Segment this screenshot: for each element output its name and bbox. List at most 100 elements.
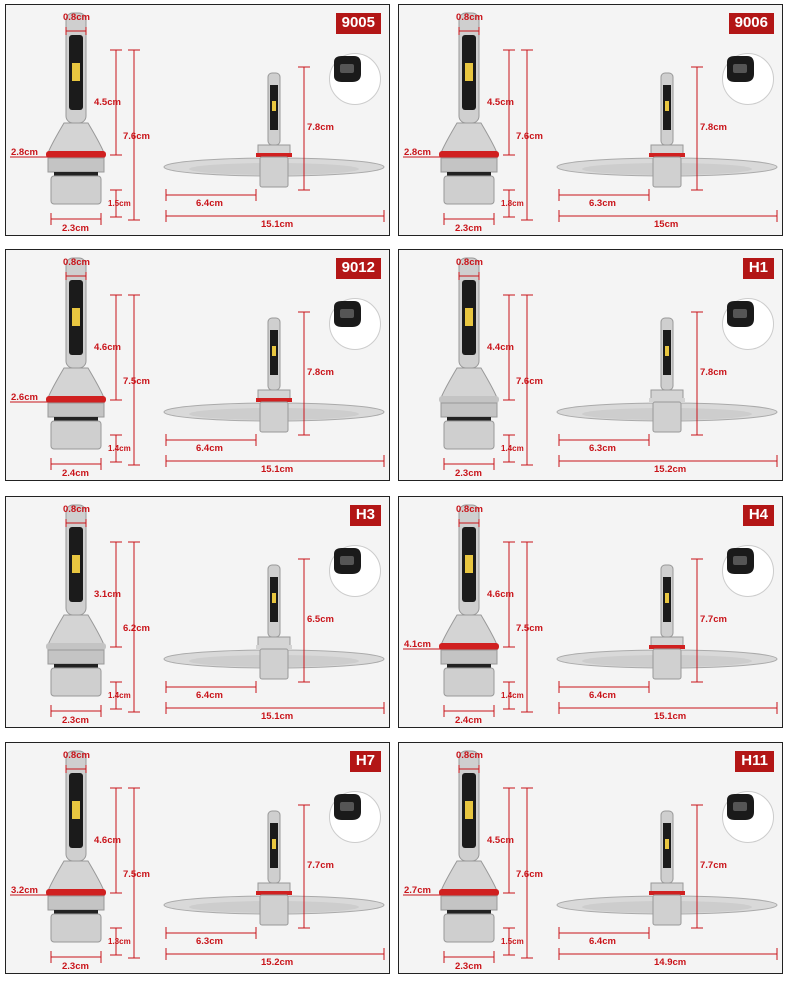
half-span-label: 6.4cm (589, 936, 616, 947)
full-span-label: 15.2cm (261, 957, 294, 968)
tip-width-label: 0.8cm (63, 257, 90, 268)
dimension-lines (443, 272, 778, 470)
bulb-drawing (10, 750, 385, 963)
side-view-bulb (439, 504, 499, 697)
base-width-label: 2.3cm (455, 223, 482, 234)
half-span-label: 6.4cm (196, 198, 223, 209)
top-view-bulb (556, 317, 778, 433)
wire-plug-icon (722, 298, 774, 350)
plug-icon (727, 548, 754, 574)
base-width-label: 2.3cm (62, 715, 89, 726)
bulb-spec-panel-9012: 9012 0.8cm 4.6cm 7.5cm 2.6cm 1.4cm 2.4cm… (5, 249, 390, 481)
dimension-lines (10, 27, 385, 225)
flange-width-label: 2.6cm (11, 392, 38, 403)
total-length-label: 7.6cm (516, 869, 543, 880)
top-height-label: 7.8cm (307, 367, 334, 378)
dimension-lines (403, 519, 778, 717)
full-span-label: 15.1cm (261, 464, 294, 475)
base-width-label: 2.3cm (62, 223, 89, 234)
top-view-bulb (556, 72, 778, 188)
h7-plug-icon (329, 791, 381, 843)
round-plug-icon (722, 53, 774, 105)
base-height-label: 1.4cm (108, 691, 131, 700)
bulb-drawing (10, 257, 385, 470)
tip-width-label: 0.8cm (63, 750, 90, 761)
base-height-label: 1.4cm (108, 444, 131, 453)
base-height-label: 1.4cm (501, 444, 524, 453)
model-badge: H4 (742, 505, 774, 526)
dimension-lines (403, 27, 778, 225)
wire-plug-icon (329, 545, 381, 597)
bulb-spec-panel-h3: H3 0.8cm 3.1cm 6.2cm 1.4cm 2.3cm 6.5cm 6… (5, 496, 390, 728)
model-badge: H11 (735, 751, 774, 772)
stem-length-label: 4.4cm (487, 342, 514, 353)
bulb-spec-panel-h11: H11 0.8cm 4.5cm 7.6cm 2.7cm 1.5cm 2.3cm … (398, 742, 783, 974)
base-width-label: 2.4cm (455, 715, 482, 726)
top-height-label: 7.7cm (307, 860, 334, 871)
stem-length-label: 4.5cm (94, 97, 121, 108)
full-span-label: 14.9cm (654, 957, 687, 968)
plug-icon (334, 56, 361, 82)
dimension-lines (10, 765, 385, 963)
model-badge: H3 (349, 505, 381, 526)
top-view-bulb (163, 317, 385, 433)
half-span-label: 6.3cm (196, 936, 223, 947)
top-height-label: 6.5cm (307, 614, 334, 625)
round-plug-icon (329, 53, 381, 105)
side-view-bulb (46, 504, 106, 697)
total-length-label: 6.2cm (123, 623, 150, 634)
tip-width-label: 0.8cm (456, 750, 483, 761)
dimension-lines (403, 765, 778, 963)
base-height-label: 1.8cm (501, 199, 524, 208)
base-width-label: 2.3cm (455, 468, 482, 479)
plug-icon (334, 794, 361, 820)
flange-width-label: 3.2cm (11, 885, 38, 896)
bulb-drawing (10, 12, 385, 225)
top-height-label: 7.7cm (700, 860, 727, 871)
full-span-label: 15.2cm (654, 464, 687, 475)
round-plug-icon (722, 791, 774, 843)
side-view-bulb (439, 750, 499, 943)
tip-width-label: 0.8cm (456, 12, 483, 23)
base-width-label: 2.4cm (62, 468, 89, 479)
stem-length-label: 4.6cm (94, 342, 121, 353)
bulb-spec-panel-h4: H4 0.8cm 4.6cm 7.5cm 4.1cm 1.4cm 2.4cm 7… (398, 496, 783, 728)
dimension-lines (50, 519, 385, 717)
bulb-drawing (403, 504, 778, 717)
plug-icon (334, 548, 361, 574)
stem-length-label: 4.6cm (487, 589, 514, 600)
side-view-bulb (46, 257, 106, 450)
plug-icon (727, 794, 754, 820)
base-width-label: 2.3cm (455, 961, 482, 972)
tip-width-label: 0.8cm (63, 12, 90, 23)
base-height-label: 1.5cm (108, 199, 131, 208)
bulb-spec-panel-9006: 9006 0.8cm 4.5cm 7.6cm 2.8cm 1.8cm 2.3cm… (398, 4, 783, 236)
total-length-label: 7.6cm (123, 131, 150, 142)
total-length-label: 7.5cm (123, 869, 150, 880)
tip-width-label: 0.8cm (63, 504, 90, 515)
stem-length-label: 3.1cm (94, 589, 121, 600)
bulb-drawing (403, 750, 778, 963)
model-badge: 9012 (335, 258, 381, 279)
plug-icon (727, 56, 754, 82)
flange-width-label: 4.1cm (404, 639, 431, 650)
top-view-bulb (163, 72, 385, 188)
total-length-label: 7.6cm (516, 376, 543, 387)
total-length-label: 7.5cm (123, 376, 150, 387)
model-badge: 9005 (335, 13, 381, 34)
bulb-spec-panel-9005: 9005 0.8cm 4.5cm 7.6cm 2.8cm 1.5cm 2.3cm… (5, 4, 390, 236)
top-view-bulb (163, 810, 385, 926)
wire-plug-icon (722, 545, 774, 597)
total-length-label: 7.5cm (516, 623, 543, 634)
half-span-label: 6.4cm (589, 690, 616, 701)
side-view-bulb (46, 750, 106, 943)
half-span-label: 6.4cm (196, 443, 223, 454)
top-height-label: 7.8cm (700, 367, 727, 378)
tip-width-label: 0.8cm (456, 257, 483, 268)
bulb-drawing (46, 504, 385, 717)
top-height-label: 7.8cm (307, 122, 334, 133)
full-span-label: 15.1cm (654, 711, 687, 722)
half-span-label: 6.3cm (589, 443, 616, 454)
base-width-label: 2.3cm (62, 961, 89, 972)
side-view-bulb (439, 257, 499, 450)
